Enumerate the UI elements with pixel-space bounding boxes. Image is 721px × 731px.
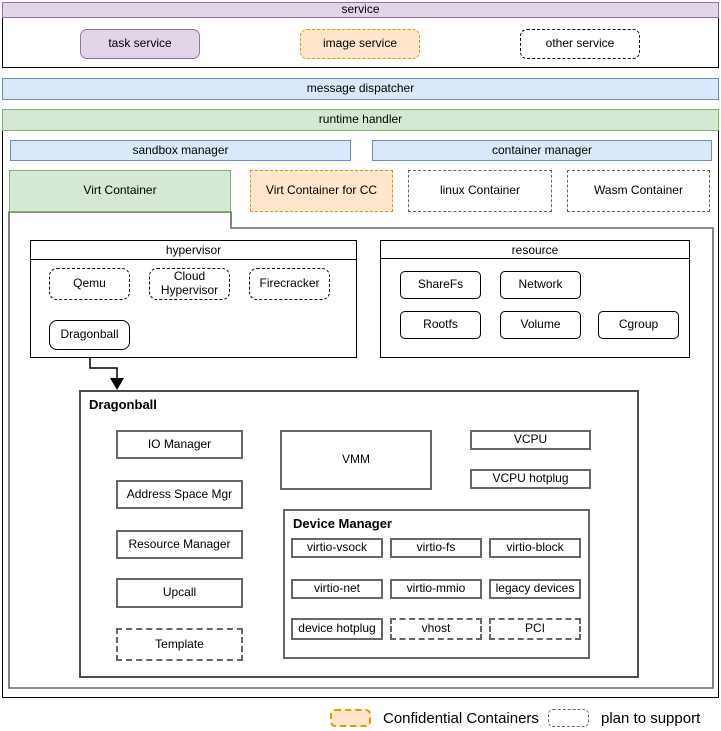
virtio-fs-box: virtio-fs <box>390 538 482 558</box>
address-space-mgr-label: Address Space Mgr <box>126 486 233 501</box>
vcpu-box: VCPU <box>470 430 591 450</box>
device-manager-title: Device Manager <box>293 516 392 531</box>
runtime-handler-title: runtime handler <box>318 112 403 127</box>
image-service-label: image service <box>322 36 398 51</box>
virt-container-label: Virt Container <box>83 183 157 198</box>
upcall-label: Upcall <box>162 585 197 600</box>
sandbox-manager-bar: sandbox manager <box>10 140 351 161</box>
other-service-label: other service <box>545 36 615 51</box>
virtio-fs-label: virtio-fs <box>416 540 456 555</box>
resource-title: resource <box>511 242 559 257</box>
virtio-net-label: virtio-net <box>313 581 360 596</box>
legacy-devices-box: legacy devices <box>489 579 581 599</box>
hypervisor-header: hypervisor <box>31 241 356 260</box>
hypervisor-panel: hypervisor Qemu Cloud Hypervisor Firecra… <box>30 240 357 358</box>
virt-container-cc-label: Virt Container for CC <box>265 183 378 198</box>
runtime-handler-header: runtime handler <box>2 109 719 131</box>
rootfs-box: Rootfs <box>400 311 481 339</box>
vcpu-label: VCPU <box>513 432 548 447</box>
other-service-box: other service <box>520 29 640 59</box>
virtio-mmio-label: virtio-mmio <box>406 581 466 596</box>
dragonball-panel-title: Dragonball <box>89 397 157 412</box>
virt-container-cc-box: Virt Container for CC <box>250 170 393 212</box>
vcpu-hotplug-box: VCPU hotplug <box>470 469 591 489</box>
hypervisor-title: hypervisor <box>165 243 222 257</box>
message-dispatcher-bar: message dispatcher <box>2 78 719 100</box>
network-box: Network <box>500 271 581 299</box>
virtio-block-label: virtio-block <box>506 540 564 555</box>
virtio-mmio-box: virtio-mmio <box>390 579 482 599</box>
device-manager-panel: Device Manager virtio-vsock virtio-fs vi… <box>283 509 590 659</box>
legend-confidential-swatch <box>330 709 371 727</box>
vmm-label: VMM <box>342 452 370 467</box>
linux-container-label: linux Container <box>439 183 521 198</box>
container-manager-bar: container manager <box>372 140 712 161</box>
template-box: Template <box>116 628 243 661</box>
volume-label: Volume <box>520 317 561 332</box>
device-hotplug-box: device hotplug <box>291 618 383 640</box>
sandbox-manager-label: sandbox manager <box>132 142 229 157</box>
cgroup-box: Cgroup <box>598 311 679 339</box>
service-header: service <box>2 2 719 18</box>
resource-manager-box: Resource Manager <box>116 530 243 559</box>
qemu-box: Qemu <box>49 268 130 300</box>
sharefs-box: ShareFs <box>400 271 481 299</box>
pci-label: PCI <box>524 621 545 636</box>
vhost-box: vhost <box>390 618 482 640</box>
cloud-hypervisor-box: Cloud Hypervisor <box>149 268 230 300</box>
dragonball-arrow-line <box>89 350 118 380</box>
dragonball-hypervisor-box: Dragonball <box>49 320 130 350</box>
legend-plan-label: plan to support <box>601 710 701 727</box>
virt-container-box: Virt Container <box>9 170 231 212</box>
dragonball-panel: Dragonball IO Manager Address Space Mgr … <box>79 390 639 678</box>
dragonball-hypervisor-label: Dragonball <box>60 327 119 342</box>
service-title: service <box>341 2 380 17</box>
legend-plan-swatch <box>548 709 589 727</box>
vmm-box: VMM <box>280 430 432 490</box>
virtio-vsock-box: virtio-vsock <box>291 538 383 558</box>
wasm-container-label: Wasm Container <box>594 183 683 198</box>
virtio-block-box: virtio-block <box>489 538 581 558</box>
image-service-box: image service <box>300 29 420 59</box>
address-space-mgr-box: Address Space Mgr <box>116 480 243 509</box>
task-service-box: task service <box>80 29 200 59</box>
cgroup-label: Cgroup <box>618 317 659 332</box>
network-label: Network <box>518 277 563 292</box>
pci-box: PCI <box>489 618 581 640</box>
resource-manager-label: Resource Manager <box>128 536 231 551</box>
virtio-net-box: virtio-net <box>291 579 383 599</box>
resource-header: resource <box>381 241 689 259</box>
qemu-label: Qemu <box>73 276 106 291</box>
task-service-label: task service <box>108 36 172 51</box>
template-label: Template <box>155 636 204 651</box>
device-hotplug-label: device hotplug <box>298 621 376 636</box>
container-manager-label: container manager <box>491 142 593 157</box>
rootfs-label: Rootfs <box>423 317 458 332</box>
resource-panel: resource ShareFs Network Rootfs Volume C… <box>380 240 690 358</box>
firecracker-label: Firecracker <box>259 276 320 291</box>
legend-confidential-label: Confidential Containers <box>383 710 539 727</box>
vhost-label: vhost <box>421 621 451 636</box>
firecracker-box: Firecracker <box>249 268 330 300</box>
sharefs-label: ShareFs <box>417 277 464 292</box>
runtime-handler-body <box>2 131 719 698</box>
wasm-container-box: Wasm Container <box>567 170 710 212</box>
io-manager-label: IO Manager <box>147 436 212 451</box>
dragonball-arrow-head <box>110 378 124 390</box>
cloud-hypervisor-label: Cloud Hypervisor <box>160 269 219 297</box>
linux-container-box: linux Container <box>408 170 552 212</box>
legacy-devices-label: legacy devices <box>495 581 575 596</box>
vcpu-hotplug-label: VCPU hotplug <box>492 471 569 486</box>
virtio-vsock-label: virtio-vsock <box>306 540 367 555</box>
volume-box: Volume <box>500 311 581 339</box>
message-dispatcher-label: message dispatcher <box>306 81 415 96</box>
upcall-box: Upcall <box>116 578 243 608</box>
io-manager-box: IO Manager <box>116 430 243 459</box>
